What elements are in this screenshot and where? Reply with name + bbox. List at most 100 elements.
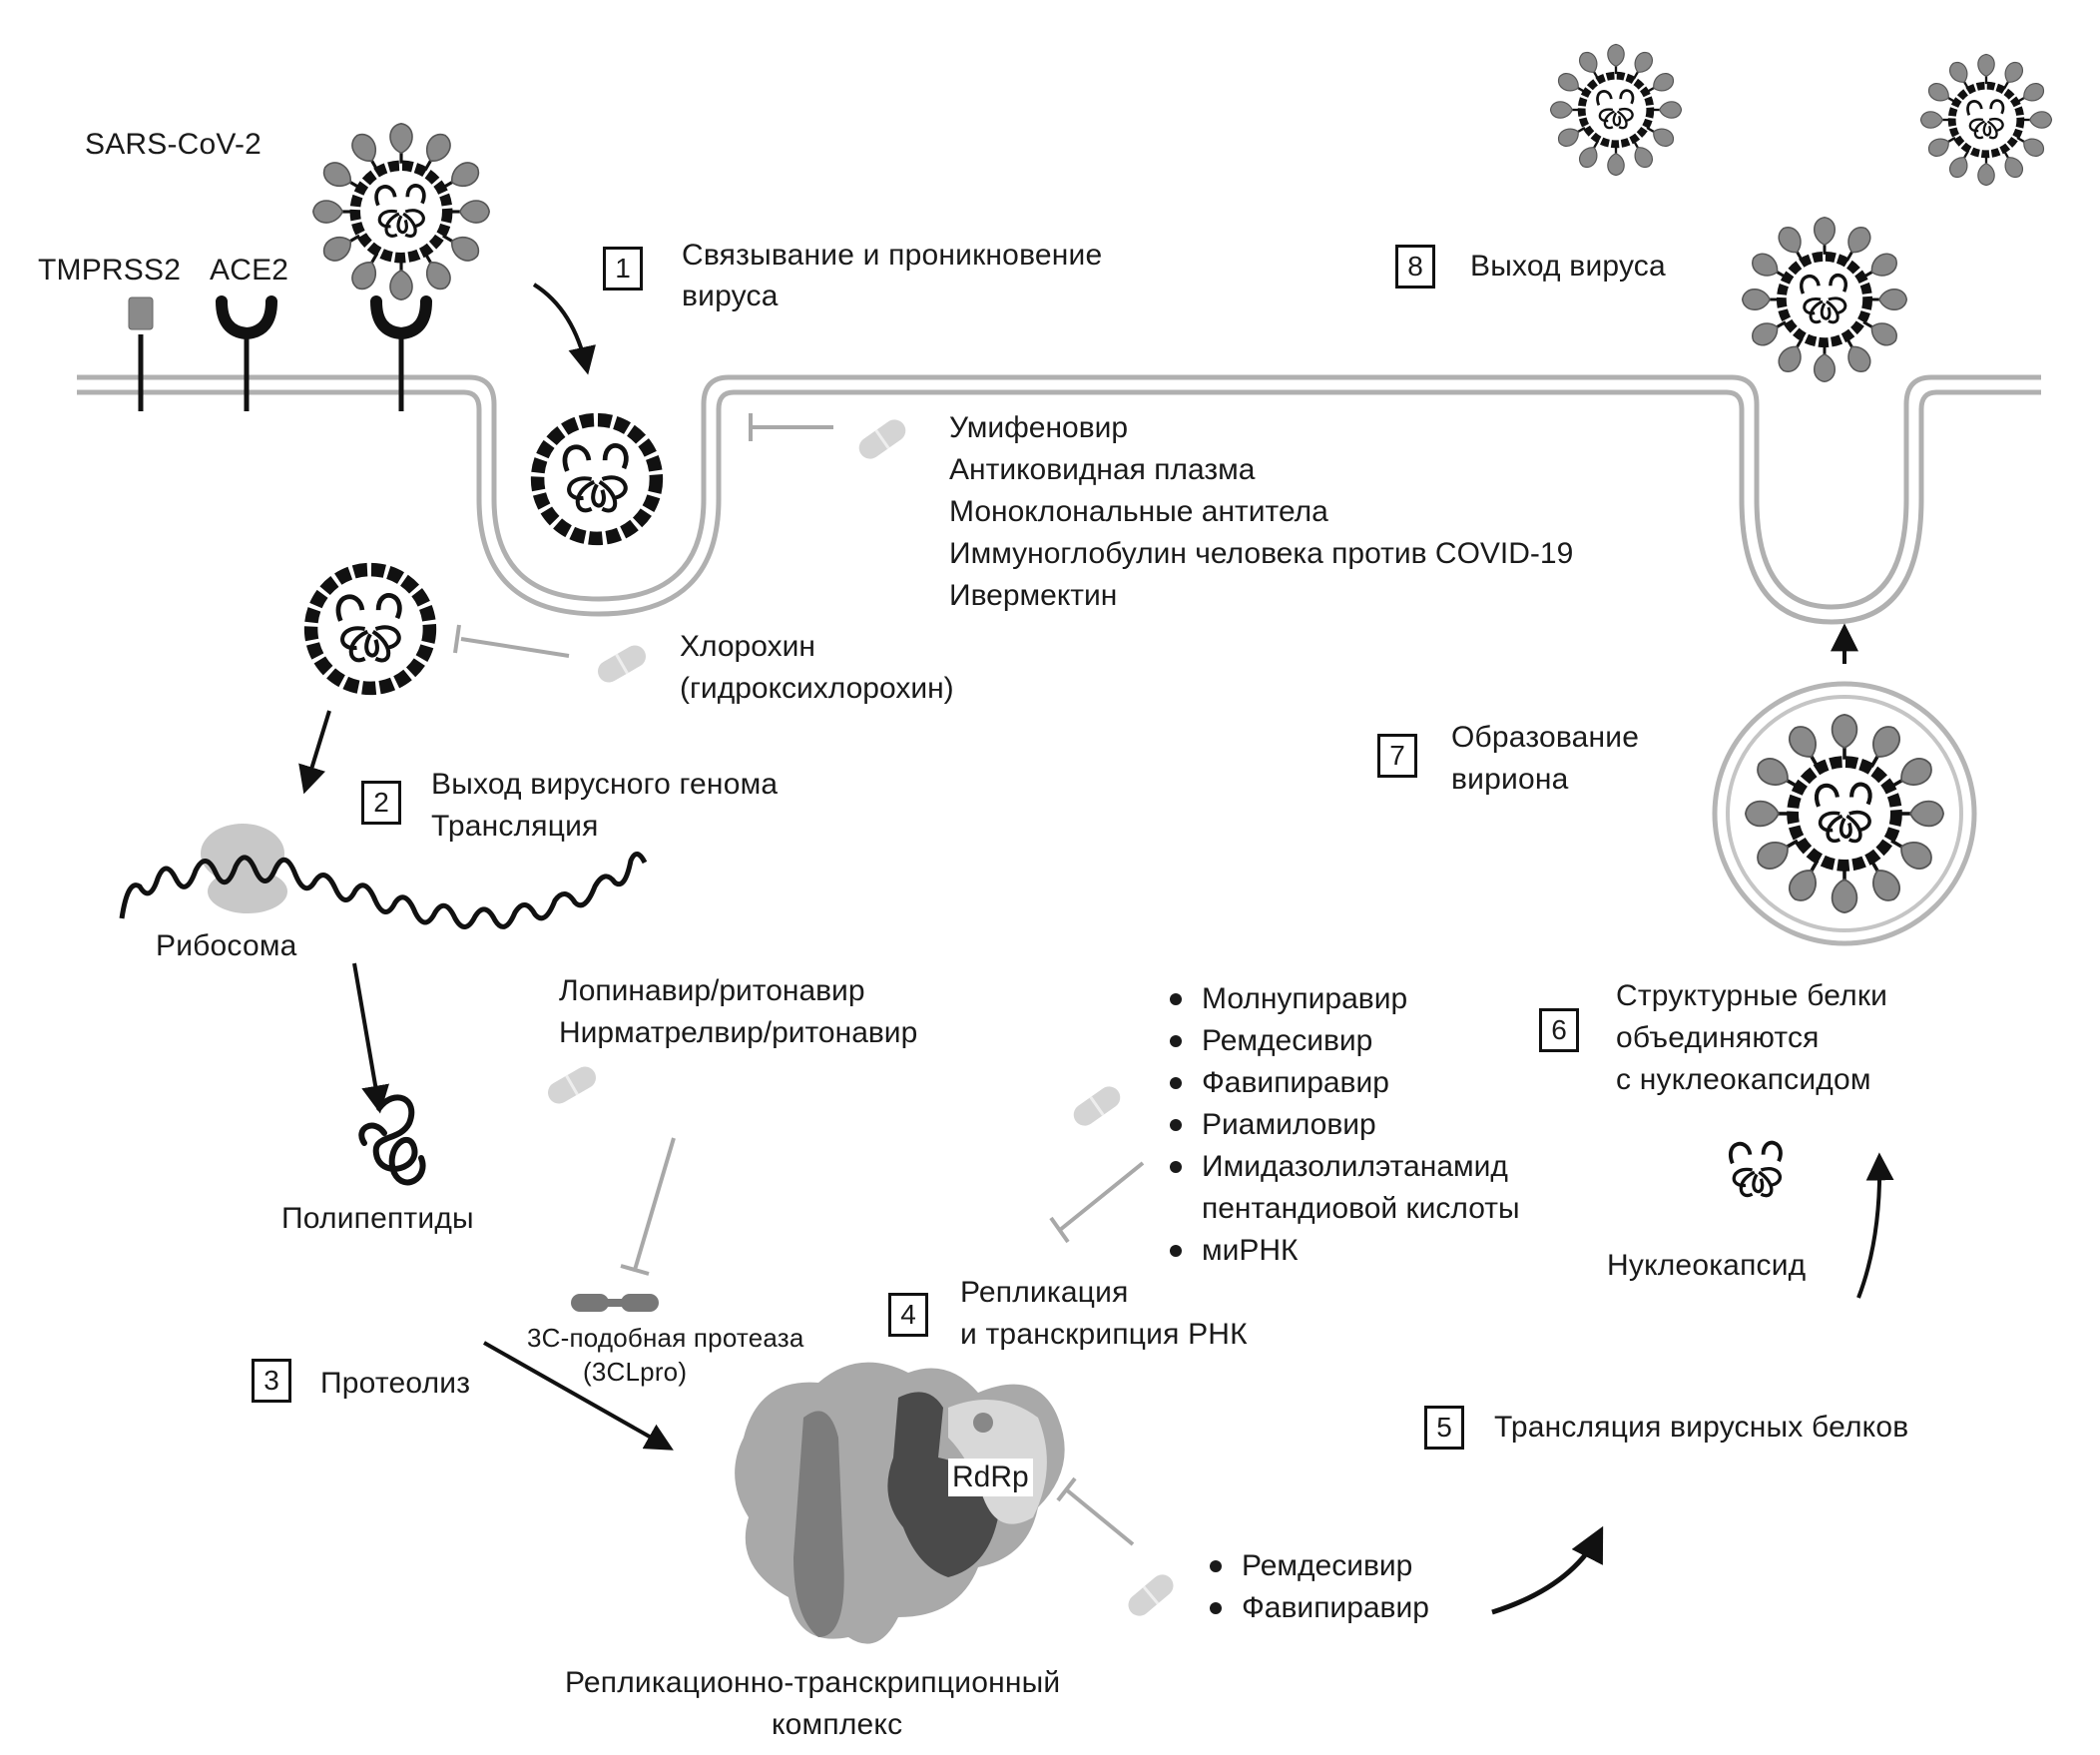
replication-complex-icon xyxy=(735,1362,1065,1644)
bullet-icon xyxy=(1170,1119,1182,1131)
endocytosed-virus xyxy=(538,420,657,539)
step-7-label-line-1: Образование xyxy=(1451,721,1640,754)
drug-name: Ремдесивир xyxy=(1202,1024,1373,1057)
ace2-label: ACE2 xyxy=(210,254,289,287)
step-3-badge: 3 xyxy=(252,1359,291,1403)
step-2-label-line-2: Трансляция xyxy=(431,810,599,843)
virion-in-vesicle xyxy=(1712,681,1977,946)
drug-item: Ремдесивир xyxy=(1210,1545,1429,1587)
drug-item: Фавипиравир xyxy=(1210,1587,1429,1629)
released-virus-1 xyxy=(1550,44,1681,175)
step-1-label-line-2: вируса xyxy=(682,280,779,312)
step-6-label-line-2: объединяются xyxy=(1616,1021,1820,1054)
step-4-label-line-1: Репликация xyxy=(960,1276,1129,1309)
drug-item: Имидазолилэтанамид xyxy=(1170,1146,1520,1188)
bullet-icon xyxy=(1170,1077,1182,1089)
mrna-strand xyxy=(119,852,648,929)
tmprss2-label: TMPRSS2 xyxy=(38,254,182,287)
drug-name: Фавипиравир xyxy=(1202,1066,1389,1099)
drug-item: Хлорохин xyxy=(680,630,815,663)
assembly-arrow xyxy=(1856,1152,1894,1299)
replication-inhibitors-list: Молнупиравир Ремдесивир Фавипиравир Риам… xyxy=(1170,978,1520,1272)
replication-inhibitor xyxy=(1049,1080,1145,1244)
protein-translation-arrow xyxy=(1491,1525,1604,1615)
step-4-badge: 4 xyxy=(888,1293,928,1337)
drug-item: Ремдесивир xyxy=(1170,1020,1520,1062)
drug-name: Фавипиравир xyxy=(1242,1591,1429,1624)
virus-label: SARS-CoV-2 xyxy=(85,128,262,161)
drug-item: Антиковидная плазма xyxy=(949,453,1256,486)
rdrp-inhibitors-list: Ремдесивир Фавипиравир xyxy=(1210,1545,1429,1629)
drug-item: Умифеновир xyxy=(949,411,1129,444)
step-1-badge: 1 xyxy=(603,247,643,291)
ace2-receptor xyxy=(216,295,277,411)
released-virus-2 xyxy=(1920,54,2051,185)
endosome-virus xyxy=(311,570,430,689)
sars-cov-2-virus xyxy=(313,124,489,299)
uncoating-arrow xyxy=(298,710,331,795)
step-5-badge: 5 xyxy=(1424,1406,1464,1450)
ace2-bound-receptor xyxy=(370,295,432,411)
drug-item: Риамиловир xyxy=(1170,1104,1520,1146)
drug-item-continuation: пентандиовой кислоты xyxy=(1170,1188,1520,1230)
entry-inhibitors-list: Умифеновир Антиковидная плазма Моноклона… xyxy=(949,407,1573,617)
bullet-icon xyxy=(1170,1245,1182,1257)
polypeptides-label: Полипептиды xyxy=(281,1202,474,1235)
bullet-icon xyxy=(1210,1602,1222,1614)
step-2-badge: 2 xyxy=(361,781,401,825)
bullet-icon xyxy=(1170,993,1182,1005)
step-6-badge: 6 xyxy=(1539,1008,1579,1052)
pill-icon xyxy=(852,413,912,465)
step-1-label-line-1: Связывание и проникновение xyxy=(682,239,1103,272)
step-8-label: Выход вируса xyxy=(1470,250,1666,283)
drug-item: Моноклональные антитела xyxy=(949,495,1328,528)
budding-virus xyxy=(1743,218,1907,382)
proteolysis-arrow xyxy=(483,1341,674,1451)
protease-inhibitor xyxy=(542,1060,676,1276)
endosome-inhibitors-list: Хлорохин (гидроксихлорохин) xyxy=(680,626,954,710)
protease-label-line-1: 3С-подобная протеаза xyxy=(527,1323,804,1353)
pill-icon xyxy=(542,1060,602,1110)
entry-inhibitor xyxy=(749,413,912,465)
step-7-label-line-2: вириона xyxy=(1451,763,1569,796)
drug-item: Фавипиравир xyxy=(1170,1062,1520,1104)
complex-label-line-1: Репликационно-транскрипционный xyxy=(565,1666,1061,1699)
nucleocapsid-icon xyxy=(1728,1140,1783,1198)
drug-name: Ремдесивир xyxy=(1242,1549,1413,1582)
step-5-label: Трансляция вирусных белков xyxy=(1494,1411,1909,1444)
rdrp-label: RdRp xyxy=(948,1459,1033,1496)
step-8-badge: 8 xyxy=(1395,245,1435,289)
drug-name: Имидазолилэтанамид xyxy=(1202,1150,1508,1183)
step-2-label-line-1: Выход вирусного генома xyxy=(431,768,779,801)
drug-name: Молнупиравир xyxy=(1202,982,1408,1015)
drug-name: пентандиовой кислоты xyxy=(1202,1192,1520,1225)
entry-arrow xyxy=(532,283,596,375)
drug-item: миРНК xyxy=(1170,1230,1520,1272)
protease-inhibitors-list: Лопинавир/ритонавир Нирматрелвир/ритонав… xyxy=(559,970,917,1054)
rdrp-inhibitor xyxy=(1056,1476,1180,1622)
nucleocapsid-label: Нуклеокапсид xyxy=(1607,1249,1807,1282)
drug-item: Лопинавир/ритонавир xyxy=(559,974,865,1007)
step-6-label-line-3: с нуклеокапсидом xyxy=(1616,1063,1871,1096)
translation-arrow xyxy=(352,962,389,1114)
drug-item: Ивермектин xyxy=(949,579,1118,612)
complex-label-line-2: комплекс xyxy=(772,1708,903,1741)
ribosome-label: Рибосома xyxy=(156,929,297,962)
bullet-icon xyxy=(1210,1560,1222,1572)
pill-icon xyxy=(1122,1568,1180,1622)
drug-item: Молнупиравир xyxy=(1170,978,1520,1020)
3clpro-icon xyxy=(571,1294,659,1312)
pill-icon xyxy=(592,639,652,689)
drug-name: Риамиловир xyxy=(1202,1108,1376,1141)
bullet-icon xyxy=(1170,1035,1182,1047)
drug-item: (гидроксихлорохин) xyxy=(680,672,954,705)
polypeptides-icon xyxy=(358,1094,426,1186)
drug-item: Иммуноглобулин человека против COVID-19 xyxy=(949,537,1574,570)
drug-item: Нирматрелвир/ритонавир xyxy=(559,1016,918,1049)
protease-label-line-2: (3CLpro) xyxy=(583,1357,688,1387)
bullet-icon xyxy=(1170,1161,1182,1173)
step-7-badge: 7 xyxy=(1377,734,1417,778)
step-6-label-line-1: Структурные белки xyxy=(1616,979,1888,1012)
chloroquine-inhibitor xyxy=(453,624,652,689)
